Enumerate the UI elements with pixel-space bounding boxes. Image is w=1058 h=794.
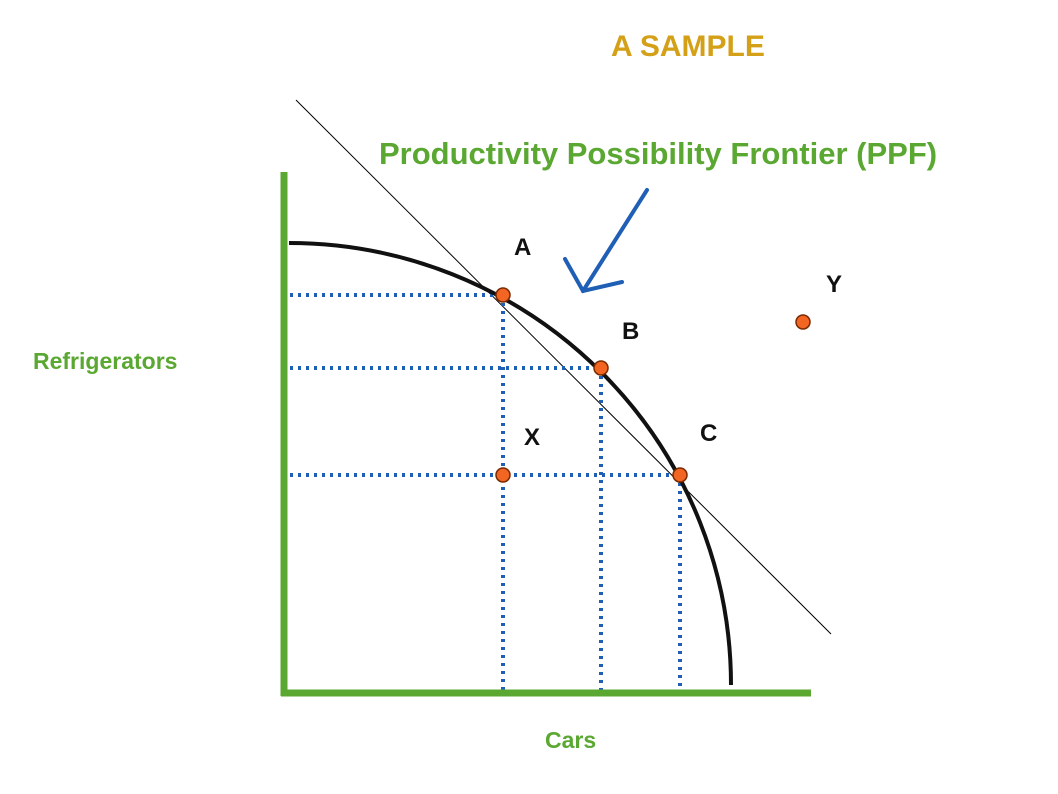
point-b-label: B bbox=[622, 318, 640, 345]
guide-lines bbox=[290, 293, 682, 690]
point-x bbox=[495, 467, 511, 483]
x-axis-label: Cars bbox=[545, 727, 597, 753]
point-c bbox=[672, 467, 688, 483]
ppf-curve bbox=[288, 241, 733, 686]
point-a-label: A bbox=[514, 234, 532, 261]
sample-label: A SAMPLE bbox=[611, 30, 765, 63]
y-axis-label: Refrigerators bbox=[33, 348, 178, 374]
point-b bbox=[593, 360, 609, 376]
point-y-label: Y bbox=[826, 271, 843, 298]
diagram-title: Productivity Possibility Frontier (PPF) bbox=[379, 136, 938, 171]
point-x-label: X bbox=[524, 424, 541, 451]
point-y bbox=[795, 314, 811, 330]
arrow-icon bbox=[563, 188, 649, 294]
point-a bbox=[495, 287, 511, 303]
point-c-label: C bbox=[700, 420, 718, 447]
